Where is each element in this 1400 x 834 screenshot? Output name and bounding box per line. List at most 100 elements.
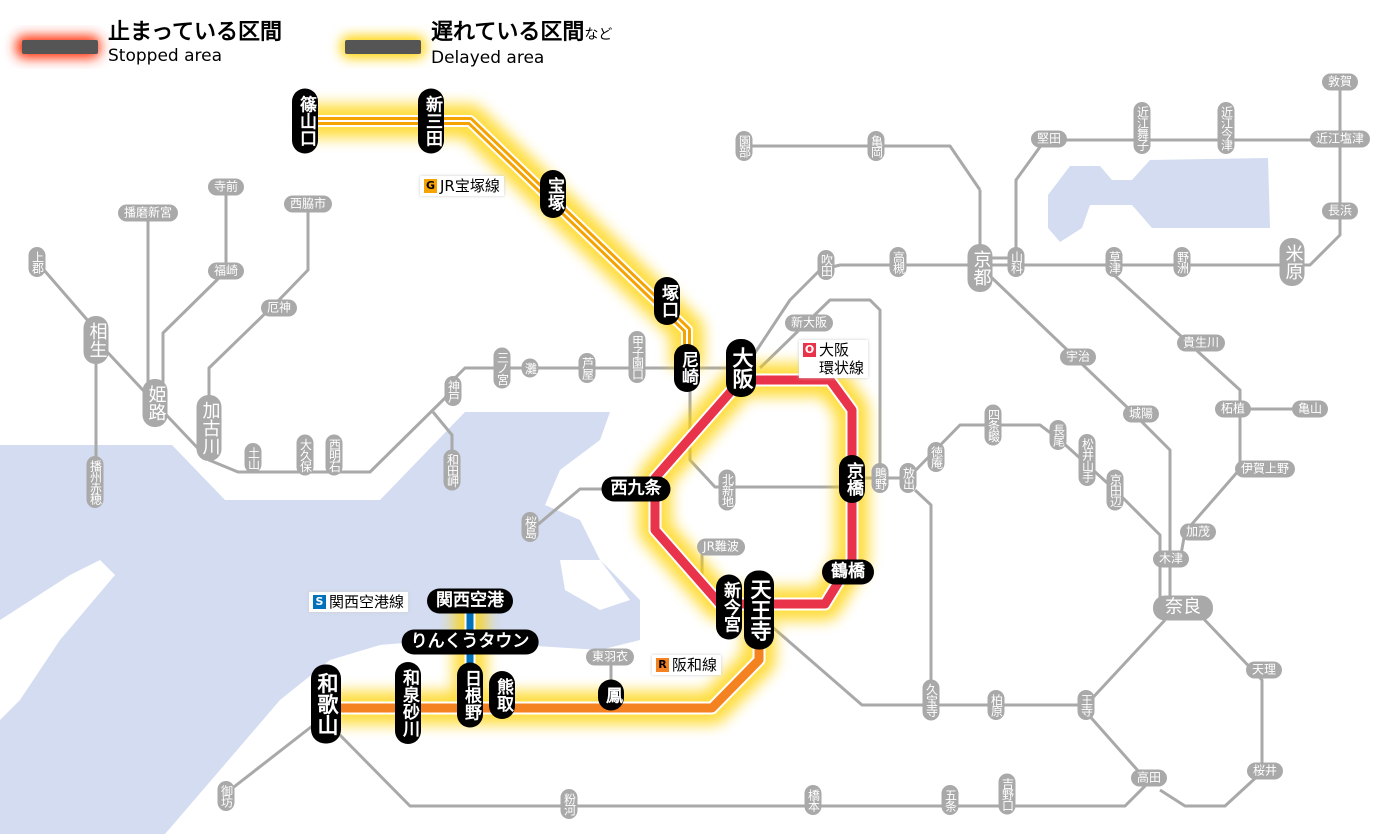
- station-stations-gray-28[interactable]: 王寺: [1077, 690, 1095, 720]
- station-stations-gray-29[interactable]: 柏原: [987, 690, 1005, 720]
- station-stations-affected-4[interactable]: 尼崎: [674, 344, 700, 392]
- station-stations-affected-major-1[interactable]: 天王寺: [744, 570, 774, 650]
- station-stations-gray-26[interactable]: 桜井: [1246, 762, 1284, 780]
- station-stations-gray-51[interactable]: 新大阪: [784, 314, 834, 332]
- station-stations-gray-25[interactable]: 高田: [1130, 769, 1168, 787]
- station-stations-gray-0[interactable]: 上郡: [28, 247, 46, 277]
- station-stations-gray-47[interactable]: 野洲: [1173, 247, 1191, 277]
- line-symbol-o: O: [803, 343, 816, 357]
- delayed-swatch: [345, 40, 421, 54]
- station-stations-gray-20[interactable]: 御坊: [217, 781, 235, 811]
- station-stations-affected-14[interactable]: 和泉砂川: [395, 662, 421, 744]
- station-stations-affected-8[interactable]: 新今宮: [716, 574, 742, 640]
- station-stations-gray-49[interactable]: 高槻: [889, 247, 907, 277]
- station-stations-gray-58[interactable]: 長浜: [1321, 202, 1359, 220]
- station-stations-affected-10[interactable]: りんくうタウン: [401, 629, 539, 655]
- station-stations-gray-42[interactable]: 放出: [899, 463, 917, 493]
- station-stations-gray-30[interactable]: 久宝寺: [922, 679, 940, 721]
- station-stations-gray-59[interactable]: 敦賀: [1321, 73, 1359, 91]
- station-stations-gray-41[interactable]: 徳庵: [927, 442, 945, 472]
- station-stations-gray-14[interactable]: 芦屋: [578, 353, 596, 383]
- station-stations-affected-7[interactable]: 鶴橋: [822, 559, 874, 585]
- station-stations-gray-27[interactable]: 天理: [1245, 661, 1283, 679]
- station-stations-gray-23[interactable]: 五条: [941, 785, 959, 815]
- station-stations-gray-15[interactable]: 甲子園口: [628, 331, 646, 383]
- station-stations-gray-32[interactable]: 加茂: [1179, 523, 1217, 541]
- stopped-swatch: [22, 40, 98, 54]
- station-stations-gray-31[interactable]: 木津: [1152, 550, 1190, 568]
- station-stations-affected-0[interactable]: 篠山口: [292, 88, 318, 154]
- line-name: 大阪環状線: [819, 341, 864, 377]
- station-stations-gray-8[interactable]: 大久保: [296, 434, 314, 476]
- station-stations-gray-1[interactable]: 播州赤穂: [86, 456, 104, 508]
- station-stations-gray-12[interactable]: 三ノ宮: [493, 347, 511, 389]
- station-stations-gray-35[interactable]: 亀山: [1291, 400, 1329, 418]
- station-stations-gray-55[interactable]: 近江舞子: [1133, 102, 1151, 154]
- station-stations-gray-6[interactable]: 厄神: [260, 299, 298, 317]
- station-stations-gray-38[interactable]: 松井山手: [1078, 434, 1096, 486]
- station-stations-gray-major-0[interactable]: 相生: [83, 316, 109, 364]
- station-stations-gray-48[interactable]: 山科: [1007, 247, 1025, 277]
- station-stations-gray-5[interactable]: 西脇市: [283, 195, 333, 213]
- legend-delayed-jp: 遅れている区間など: [431, 20, 612, 48]
- station-stations-affected-12[interactable]: 熊取: [489, 671, 515, 719]
- line-name: JR宝塚線: [440, 177, 500, 195]
- station-stations-affected-1[interactable]: 新三田: [418, 88, 444, 154]
- station-stations-gray-34[interactable]: 柘植: [1214, 400, 1252, 418]
- station-stations-gray-54[interactable]: 堅田: [1030, 130, 1068, 148]
- station-stations-gray-17[interactable]: 北新地: [718, 469, 736, 511]
- legend-stopped-en: Stopped area: [108, 46, 223, 66]
- station-stations-gray-45[interactable]: 貴生川: [1176, 334, 1226, 352]
- station-stations-gray-46[interactable]: 草津: [1105, 247, 1123, 277]
- station-stations-gray-40[interactable]: 四条畷: [984, 404, 1002, 446]
- station-stations-gray-major-4[interactable]: 米原: [1279, 238, 1305, 286]
- station-stations-gray-33[interactable]: 伊賀上野: [1234, 460, 1296, 478]
- station-stations-gray-56[interactable]: 近江今津: [1217, 102, 1235, 154]
- station-stations-gray-major-5[interactable]: 奈良: [1153, 595, 1213, 621]
- station-stations-gray-2[interactable]: 播磨新宮: [117, 204, 179, 222]
- station-stations-gray-major-2[interactable]: 加古川: [196, 395, 222, 461]
- legend-delayed-suffix: など: [584, 27, 613, 43]
- station-stations-affected-major-0[interactable]: 大阪: [726, 339, 756, 397]
- line-name-1: 大阪: [819, 341, 850, 359]
- station-stations-gray-39[interactable]: 長尾: [1049, 420, 1067, 450]
- station-stations-affected-11[interactable]: 日根野: [457, 662, 483, 728]
- station-stations-affected-5[interactable]: 西九条: [601, 476, 671, 502]
- line-name-2: 環状線: [819, 359, 865, 377]
- station-stations-gray-major-1[interactable]: 姫路: [142, 379, 168, 427]
- station-stations-affected-9[interactable]: 関西空港: [427, 588, 513, 614]
- station-stations-gray-36[interactable]: 城陽: [1122, 405, 1160, 423]
- station-stations-gray-11[interactable]: 和田岬: [443, 449, 461, 491]
- station-stations-gray-57[interactable]: 近江塩津: [1309, 130, 1371, 148]
- station-stations-gray-3[interactable]: 寺前: [207, 178, 245, 196]
- station-stations-affected-6[interactable]: 京橋: [839, 455, 865, 503]
- legend-delayed-jp-main: 遅れている区間: [431, 20, 585, 45]
- station-stations-gray-24[interactable]: 吉野口: [998, 773, 1016, 815]
- station-stations-gray-44[interactable]: 宇治: [1059, 348, 1097, 366]
- station-stations-affected-2[interactable]: 宝塚: [540, 170, 566, 218]
- station-stations-gray-4[interactable]: 福崎: [207, 262, 245, 280]
- line-tag-jr-takarazuka[interactable]: G JR宝塚線: [420, 176, 504, 196]
- station-stations-gray-19[interactable]: 東羽衣: [585, 648, 635, 666]
- station-stations-gray-13[interactable]: 灘: [521, 358, 539, 378]
- line-tag-osaka-loop[interactable]: O 大阪環状線: [799, 340, 869, 378]
- station-stations-gray-22[interactable]: 橋本: [804, 785, 822, 815]
- line-tag-hanwa[interactable]: R 阪和線: [652, 655, 722, 675]
- station-stations-gray-21[interactable]: 粉河: [560, 789, 578, 819]
- station-stations-gray-7[interactable]: 土山: [244, 443, 262, 473]
- lake-biwa: [1048, 158, 1270, 242]
- station-stations-affected-3[interactable]: 塚口: [654, 277, 680, 325]
- station-stations-gray-18[interactable]: JR難波: [697, 538, 745, 556]
- station-stations-gray-37[interactable]: 京田辺: [1106, 469, 1124, 511]
- station-stations-gray-major-3[interactable]: 京都: [967, 244, 993, 292]
- station-stations-gray-16[interactable]: 桜島: [521, 512, 539, 542]
- station-stations-affected-13[interactable]: 鳳: [598, 679, 624, 711]
- station-stations-gray-10[interactable]: 神戸: [444, 376, 462, 406]
- station-stations-gray-53[interactable]: 亀岡: [867, 131, 885, 161]
- line-tag-kansai-airport[interactable]: S 関西空港線: [309, 592, 409, 612]
- station-stations-gray-52[interactable]: 園部: [735, 131, 753, 161]
- station-stations-gray-43[interactable]: 鴫野: [871, 463, 889, 493]
- station-stations-affected-major-2[interactable]: 和歌山: [311, 664, 341, 744]
- station-stations-gray-50[interactable]: 吹田: [817, 250, 835, 280]
- station-stations-gray-9[interactable]: 西明石: [325, 434, 343, 476]
